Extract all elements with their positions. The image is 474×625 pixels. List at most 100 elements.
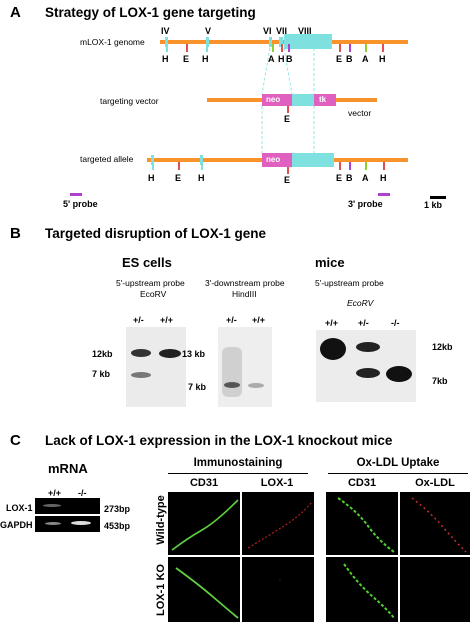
- exon-label-iv: IV: [161, 26, 170, 36]
- uptake-rule: [328, 473, 468, 474]
- exon-label-vii: VII: [276, 26, 288, 36]
- probe3-bar: [378, 193, 390, 196]
- exon-viii: [284, 34, 332, 49]
- blot2-lane2: +/+: [252, 315, 266, 325]
- scale-bar: [430, 196, 446, 199]
- panel-a-letter: A: [10, 4, 21, 21]
- allele-site-1: H: [148, 173, 155, 183]
- gene-label-lox1: LOX-1: [6, 503, 33, 513]
- genome-site-7: E: [336, 54, 343, 64]
- blot3-size-12kb: 12kb: [432, 342, 453, 352]
- blot3-lane1: +/+: [325, 318, 339, 328]
- exon-vii: [279, 37, 283, 47]
- vector-site-label: E: [284, 114, 291, 124]
- blot1-size-12kb: 12kb: [92, 349, 113, 359]
- micrograph-grid: [168, 492, 470, 622]
- vector-end-label: vector: [348, 108, 372, 118]
- blot2-lane1: +/-: [226, 315, 237, 325]
- allele-label: targeted allele: [80, 154, 134, 164]
- blot3-membrane: [316, 330, 416, 402]
- es-cells-title: ES cells: [122, 255, 172, 270]
- gene-targeting-diagram: [70, 34, 446, 199]
- exon-vi: [269, 37, 272, 47]
- exon-label-vi: VI: [263, 26, 272, 36]
- row-lox1-ko: LOX-1 KO: [155, 564, 167, 616]
- blot2-size-13kb: 13 kb: [182, 349, 206, 359]
- exon-label-v: V: [205, 26, 212, 36]
- rtpcr-lane2: -/-: [78, 488, 87, 498]
- vector-tk: [314, 94, 336, 106]
- panel-c-title: Lack of LOX-1 expression in the LOX-1 kn…: [45, 433, 393, 448]
- blot3-lane3: -/-: [391, 318, 400, 328]
- blot3-lane2: +/-: [358, 318, 369, 328]
- rtpcr-lane1: +/+: [48, 488, 62, 498]
- scale-label: 1 kb: [424, 200, 443, 210]
- rtpcr-gel: [35, 498, 100, 532]
- allele-site-6: B: [346, 173, 353, 183]
- blot3-band-12kb-wt: [320, 338, 346, 360]
- allele-site-8: H: [380, 173, 387, 183]
- allele-site-5: E: [336, 173, 343, 183]
- uptake-header: Ox-LDL Uptake: [356, 457, 440, 469]
- band-lox1-wt: [43, 504, 61, 507]
- blot1-membrane: [126, 327, 186, 407]
- vector-neo: [262, 94, 292, 106]
- blot3-probe: 5'-upstream probe: [315, 278, 384, 288]
- vector-site-tick: [287, 106, 289, 113]
- genome-site-2: E: [183, 54, 190, 64]
- size-273bp: 273bp: [104, 504, 131, 514]
- allele-site-4: E: [284, 175, 291, 185]
- genome-site-1: H: [162, 54, 169, 64]
- blot3-size-7kb: 7kb: [432, 376, 448, 386]
- blot3-band-7kb-ko: [386, 366, 412, 382]
- blot1-band-7kb-het: [131, 372, 151, 378]
- blot3-band-12kb-het: [356, 342, 380, 352]
- genome-site-ticks: [166, 44, 384, 52]
- blot3-enzyme: EcoRV: [347, 298, 374, 308]
- genome-site-5: H: [278, 54, 285, 64]
- panel-b-title: Targeted disruption of LOX-1 gene: [45, 226, 267, 241]
- probe5-label: 5' probe: [63, 199, 98, 209]
- gene-label-gapdh: GAPDH: [0, 520, 33, 530]
- mrna-title: mRNA: [48, 461, 88, 476]
- img-uptake-wt-oxldl: [400, 492, 470, 555]
- genome-site-9: A: [362, 54, 369, 64]
- blot2-membrane: [218, 327, 272, 407]
- blot2-band-7kb-het: [224, 382, 240, 388]
- col-cd31-a: CD31: [189, 477, 219, 489]
- probe5-bar: [70, 193, 82, 196]
- blot1-band-12kb-wt: [159, 349, 181, 358]
- vector-tk-label: tk: [319, 95, 327, 104]
- blot2-enzyme: HindIII: [232, 289, 257, 299]
- panel-c-letter: C: [10, 432, 21, 449]
- exon-v: [206, 37, 209, 47]
- panel-b-letter: B: [10, 225, 21, 242]
- blot3-band-7kb-het: [356, 368, 380, 378]
- col-lox1: LOX-1: [260, 477, 294, 489]
- allele-site-ticks: [152, 162, 385, 174]
- exon-label-viii: VIII: [298, 26, 312, 36]
- col-oxldl: Ox-LDL: [415, 477, 455, 489]
- blot2-size-7kb: 7 kb: [188, 382, 207, 392]
- img-uptake-wt-cd31: [326, 492, 398, 555]
- allele-site-2: E: [175, 173, 182, 183]
- row-wildtype: Wild-type: [155, 495, 167, 545]
- allele-neo: [262, 153, 292, 167]
- blot1-enzyme: EcoRV: [140, 289, 167, 299]
- img-wt-lox1: [242, 492, 314, 555]
- probe3-label: 3' probe: [348, 199, 383, 209]
- panel-a-title: Strategy of LOX-1 gene targeting: [45, 5, 256, 20]
- blot1-size-7kb: 7 kb: [92, 369, 111, 379]
- genome-site-4: A: [268, 54, 275, 64]
- genome-site-10: H: [379, 54, 386, 64]
- blot1-lane1: +/-: [133, 315, 144, 325]
- genome-site-6: B: [286, 54, 293, 64]
- band-gapdh-ko: [71, 521, 91, 525]
- blot1-lane2: +/+: [160, 315, 174, 325]
- vector-row-label: targeting vector: [100, 96, 159, 106]
- allele-neo-label: neo: [266, 155, 281, 164]
- col-cd31-b: CD31: [347, 477, 377, 489]
- size-453bp: 453bp: [104, 521, 131, 531]
- allele-exon: [292, 153, 334, 167]
- immuno-header: Immunostaining: [193, 457, 283, 469]
